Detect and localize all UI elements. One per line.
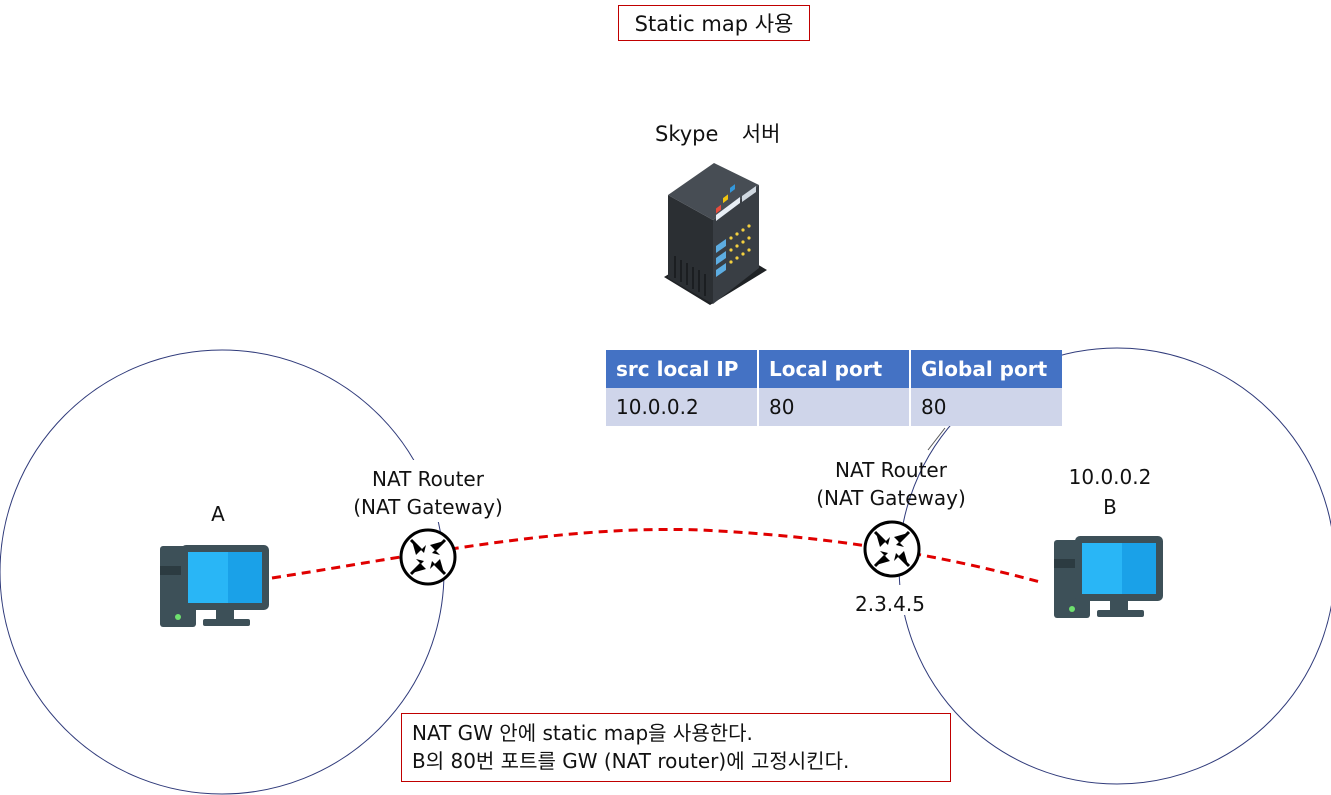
table-row: 10.0.0.2 80 80 [606,388,1062,426]
router-left-label: NAT Router (NAT Gateway) [338,465,518,521]
diagram-title: Static map 사용 [618,5,810,41]
router-right-ip: 2.3.4.5 [855,592,925,616]
server-label-suffix: 서버 [741,122,781,146]
note-box: NAT GW 안에 static map을 사용한다. B의 80번 포트를 G… [401,713,951,782]
note-line-1: NAT GW 안에 static map을 사용한다. [412,721,753,745]
table-cell: 80 [758,388,911,426]
table-header-row: src local IP Local port Global port [606,350,1062,388]
note-line-2: B의 80번 포트를 GW (NAT router)에 고정시킨다. [412,749,850,773]
table-cell: 10.0.0.2 [606,388,759,426]
server-label: Skype 서버 [655,118,780,148]
router-right-line2: (NAT Gateway) [816,486,966,510]
server-label-name: Skype [655,122,719,146]
table-header-cell: Global port [910,350,1062,388]
server-icon [664,163,767,305]
table-leader-line [927,427,946,451]
computer-icon-a [160,545,269,627]
host-b-ip: 10.0.0.2 [1068,465,1152,489]
table-header-cell: Local port [758,350,911,388]
router-icon-right [863,520,921,578]
router-icon-left [399,528,457,586]
router-right-label: NAT Router (NAT Gateway) [801,456,981,512]
table-cell: 80 [910,388,1062,426]
host-b-name: B [1103,495,1117,519]
router-right-line1: NAT Router [835,458,947,482]
nat-static-map-table: src local IP Local port Global port 10.0… [606,350,1062,426]
router-left-line2: (NAT Gateway) [353,495,503,519]
router-left-line1: NAT Router [372,467,484,491]
host-a-label: A [211,502,225,526]
connection-line [271,527,1041,584]
computer-icon-b [1054,536,1163,618]
host-b-label: 10.0.0.2 B [1050,462,1170,522]
table-header-cell: src local IP [606,350,759,388]
